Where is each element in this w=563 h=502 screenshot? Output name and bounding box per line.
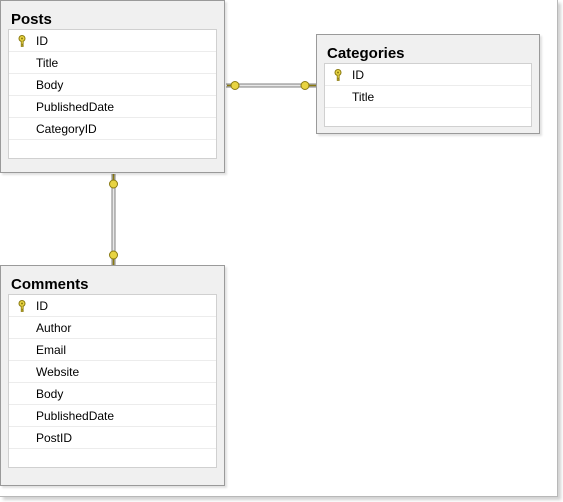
- table-title: Posts: [11, 11, 52, 28]
- column-row[interactable]: PublishedDate: [9, 405, 216, 427]
- column-name: Body: [36, 387, 64, 401]
- column-name: ID: [36, 34, 48, 48]
- infinity-icon: [109, 250, 118, 265]
- column-name: PublishedDate: [36, 100, 115, 114]
- column-row[interactable]: Title: [325, 86, 531, 108]
- key-icon: [109, 174, 118, 189]
- column-name: PostID: [36, 431, 73, 445]
- column-row-primary-key[interactable]: ID: [9, 30, 216, 52]
- column-name: PublishedDate: [36, 409, 115, 423]
- key-icon: [18, 300, 26, 312]
- column-row[interactable]: PostID: [9, 427, 216, 449]
- empty-row: [9, 140, 216, 158]
- column-row[interactable]: Title: [9, 52, 216, 74]
- key-icon: [300, 81, 316, 90]
- column-name: ID: [352, 68, 364, 82]
- column-row[interactable]: Body: [9, 74, 216, 96]
- column-row[interactable]: CategoryID: [9, 118, 216, 140]
- table-categories[interactable]: Categories ID Title: [316, 34, 540, 134]
- relationship-posts-comments[interactable]: [109, 174, 118, 265]
- table-title: Comments: [11, 276, 89, 293]
- column-name: Email: [36, 343, 67, 357]
- column-name: Title: [36, 56, 59, 70]
- column-row[interactable]: Body: [9, 383, 216, 405]
- table-title: Categories: [327, 45, 405, 62]
- column-name: Body: [36, 78, 64, 92]
- column-name: Title: [352, 90, 375, 104]
- key-icon: [227, 81, 240, 90]
- empty-row: [325, 108, 531, 126]
- key-icon: [18, 35, 26, 47]
- key-icon: [334, 69, 342, 81]
- column-name: Author: [36, 321, 72, 335]
- column-name: Website: [36, 365, 80, 379]
- empty-row: [9, 449, 216, 467]
- column-row-primary-key[interactable]: ID: [325, 64, 531, 86]
- relationship-posts-categories[interactable]: [226, 81, 316, 90]
- column-row[interactable]: Email: [9, 339, 216, 361]
- column-name: ID: [36, 299, 48, 313]
- column-list: ID Title: [324, 63, 532, 127]
- column-row[interactable]: Author: [9, 317, 216, 339]
- column-name: CategoryID: [36, 122, 97, 136]
- column-row[interactable]: Website: [9, 361, 216, 383]
- column-row[interactable]: PublishedDate: [9, 96, 216, 118]
- column-row-primary-key[interactable]: ID: [9, 295, 216, 317]
